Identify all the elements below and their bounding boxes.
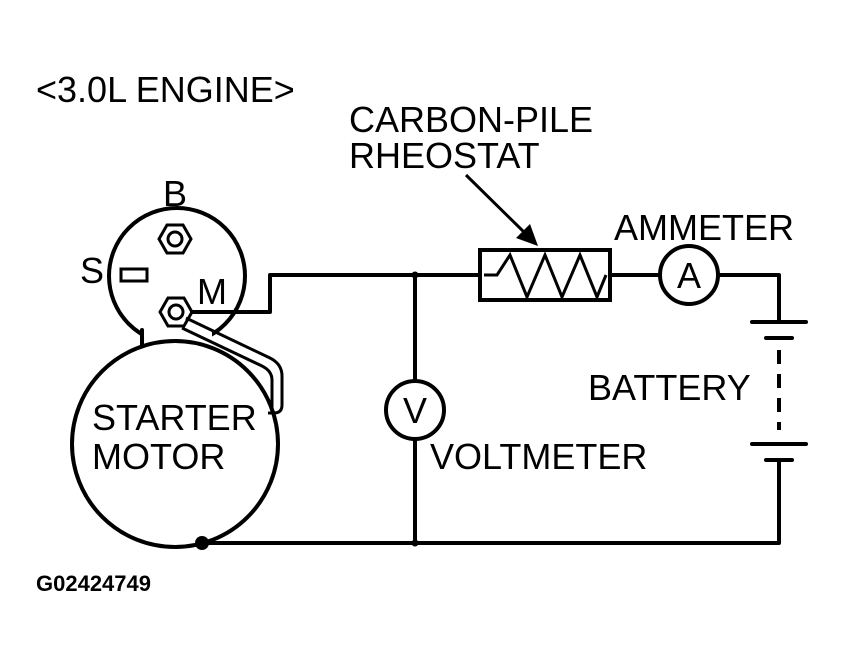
rheostat-pointer-line	[464, 173, 530, 238]
starter-motor: STARTER MOTOR	[70, 206, 284, 550]
carbon-pile-rheostat	[478, 248, 612, 302]
wire-m-to-rheostat	[190, 273, 482, 314]
engine-title: <3.0L ENGINE>	[36, 69, 295, 110]
m-terminal-strap-inner	[181, 326, 274, 408]
junction-bottom	[411, 539, 419, 547]
terminal-m-label: M	[197, 271, 227, 312]
rheostat-zigzag	[484, 251, 608, 301]
wire-ammeter-to-battery	[716, 273, 781, 324]
terminal-s-label: S	[80, 250, 104, 291]
terminal-s-tab	[119, 267, 149, 283]
starter-label-line2: MOTOR	[92, 436, 225, 477]
rheostat-pointer-arrowhead	[516, 224, 538, 246]
voltmeter-label: VOLTMETER	[430, 436, 647, 477]
voltmeter: V	[384, 379, 446, 441]
terminal-m-nut	[158, 296, 194, 328]
battery	[750, 320, 808, 462]
ammeter: A	[658, 244, 720, 306]
motor-body	[70, 339, 280, 549]
voltmeter-symbol: V	[403, 390, 427, 431]
terminal-b-nut	[157, 223, 193, 255]
ammeter-symbol: A	[677, 255, 701, 296]
junction-top	[411, 271, 419, 279]
ammeter-label: AMMETER	[614, 207, 794, 248]
rheostat-label-line2: RHEOSTAT	[349, 135, 540, 176]
starter-label-line1: STARTER	[92, 397, 257, 438]
battery-label: BATTERY	[588, 367, 751, 408]
wire-ground-return	[200, 458, 781, 545]
m-terminal-strap-outer	[185, 316, 284, 415]
figure-id: G02424749	[36, 571, 151, 596]
terminal-b-label: B	[163, 173, 187, 214]
rheostat-label-line1: CARBON-PILE	[349, 99, 593, 140]
